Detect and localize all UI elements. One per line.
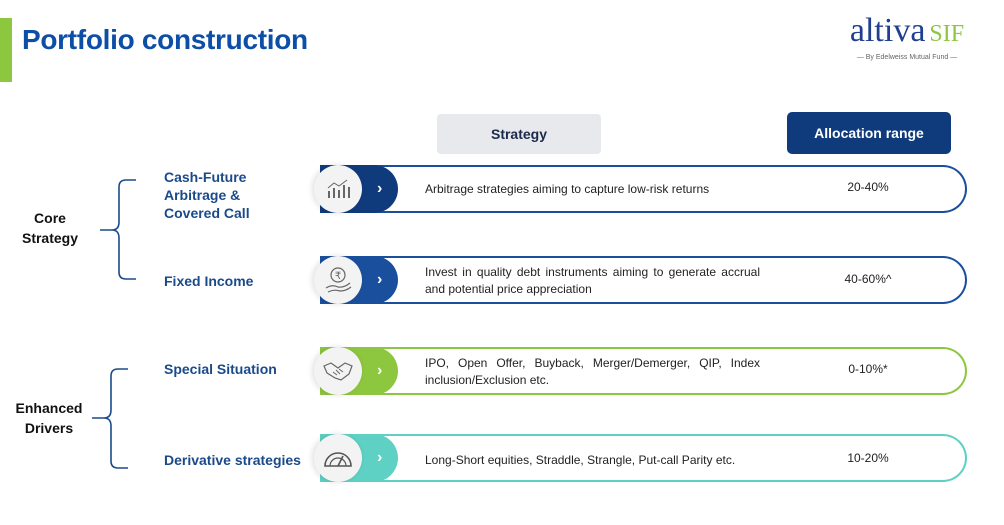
- category-derivative: Derivative strategies: [164, 452, 301, 468]
- chevron-right-icon: ›: [377, 271, 383, 288]
- core-bracket: [100, 179, 136, 280]
- page-title: Portfolio construction: [22, 24, 308, 55]
- category-fixed-income: Fixed Income: [164, 273, 254, 289]
- group-label-enhanced: Enhanced Drivers: [15, 400, 83, 436]
- row-allocation: 20-40%: [847, 180, 889, 194]
- category-cash-future: Cash-Future Arbitrage & Covered Call: [164, 169, 250, 221]
- row-allocation: 10-20%: [847, 451, 889, 465]
- accent-bar: [0, 18, 12, 82]
- row-description: Arbitrage strategies aiming to capture l…: [425, 182, 710, 196]
- row-allocation: 0-10%*: [848, 362, 888, 376]
- allocation-column-header: Allocation range: [787, 112, 951, 154]
- gauge-icon: [314, 434, 362, 482]
- strategy-row: [340, 256, 967, 304]
- enhanced-bracket: [92, 368, 128, 469]
- strategy-row: [340, 434, 967, 482]
- svg-text:₹: ₹: [335, 271, 341, 282]
- strategy-row: [340, 347, 967, 395]
- group-brackets: [92, 179, 136, 469]
- chevron-right-icon: ›: [377, 180, 383, 197]
- group-label-core: Core Strategy: [21, 210, 79, 246]
- rupee-hand-icon: ₹: [314, 256, 362, 304]
- row-allocation: 40-60%^: [844, 272, 892, 286]
- strategy-row: [340, 165, 967, 213]
- category-special-situation: Special Situation: [164, 361, 277, 377]
- bar-chart-icon: [314, 165, 362, 213]
- strategy-column-header: Strategy: [437, 114, 601, 154]
- chevron-right-icon: ›: [377, 449, 383, 466]
- handshake-icon: [314, 347, 362, 395]
- row-description: IPO, Open Offer, Buyback, Merger/Demerge…: [425, 356, 760, 387]
- row-description: Long-Short equities, Straddle, Strangle,…: [425, 453, 736, 467]
- chevron-right-icon: ›: [377, 362, 383, 379]
- row-description: Invest in quality debt instruments aimin…: [425, 265, 760, 296]
